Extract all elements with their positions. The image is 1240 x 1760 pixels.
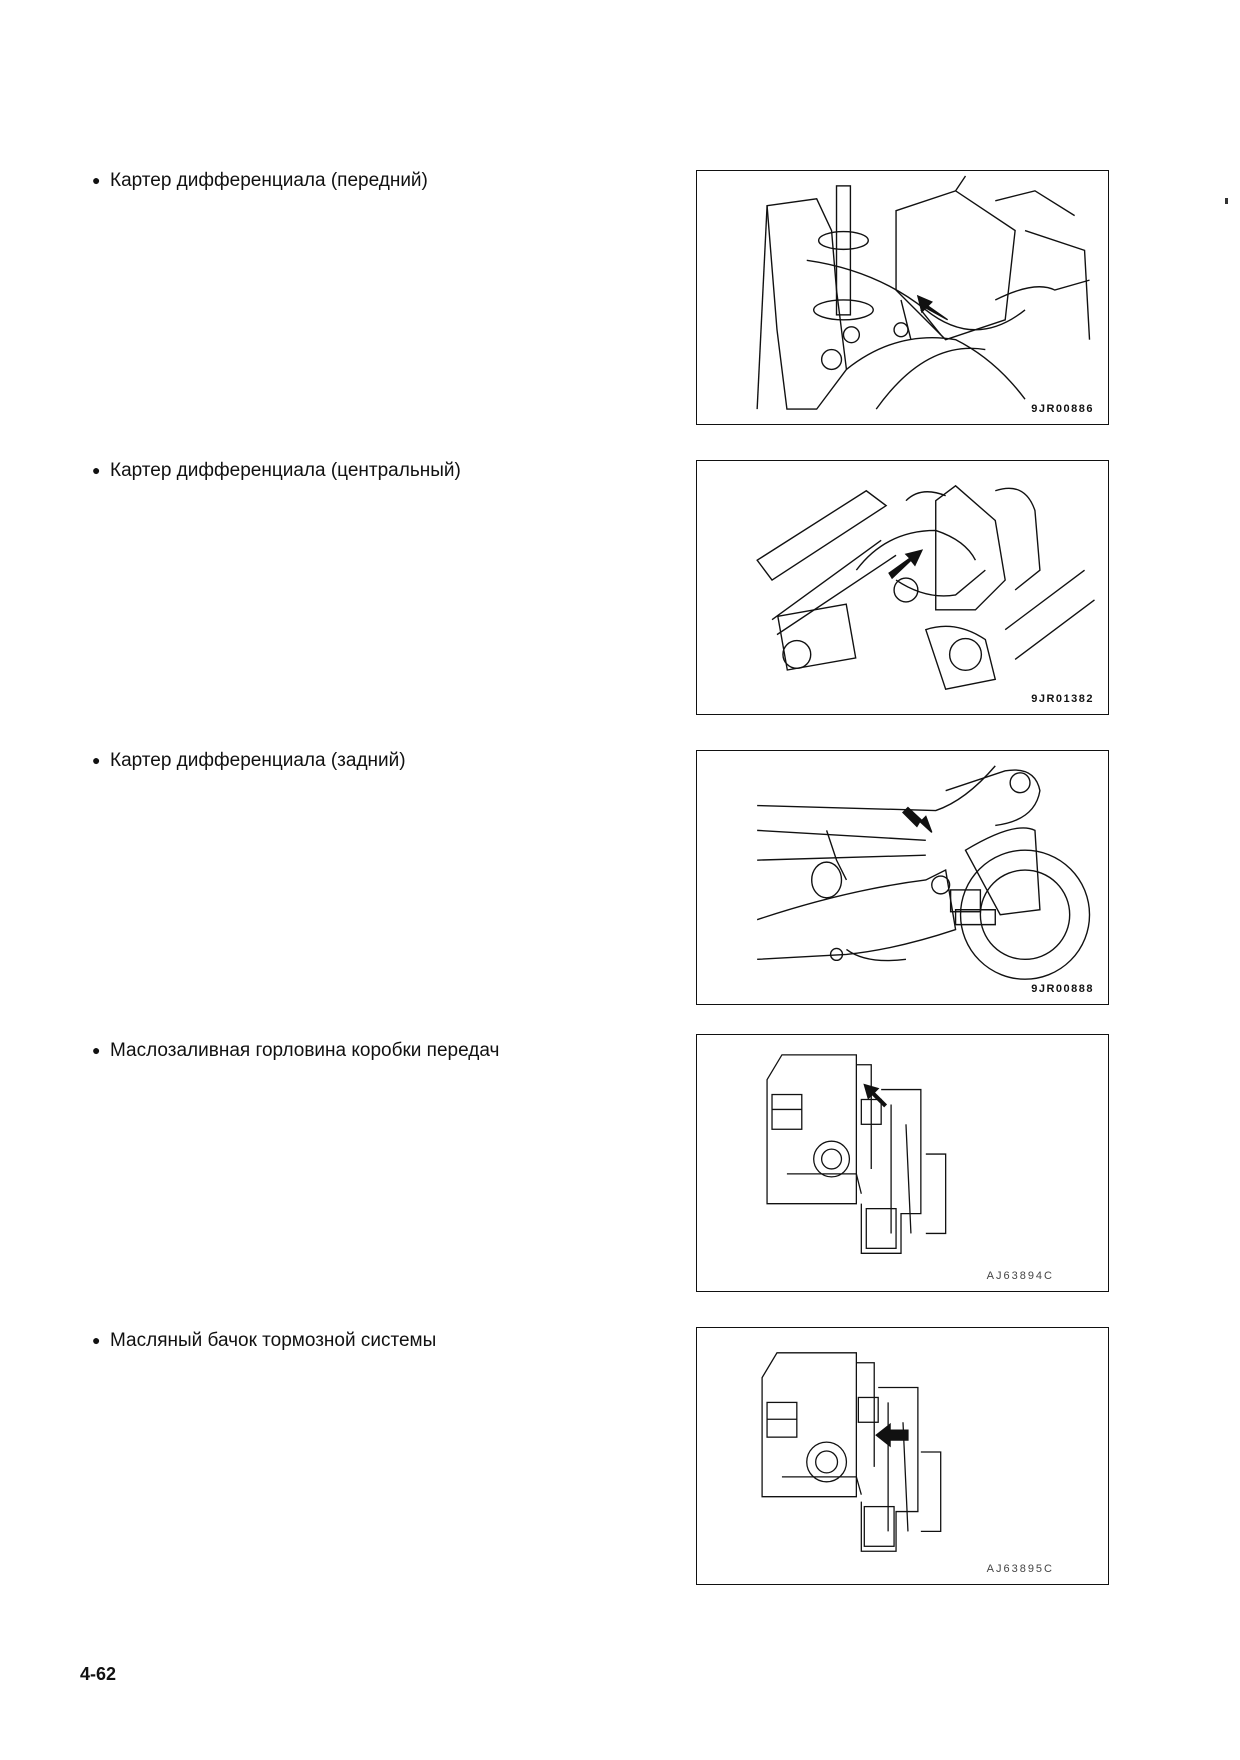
item-center-differential: ● Картер дифференциала (центральный): [92, 458, 461, 483]
bullet: ●: [92, 1332, 101, 1348]
item-front-differential: ● Картер дифференциала (передний): [92, 168, 428, 193]
figure-rear-differential: 9JR00888: [696, 750, 1109, 1005]
bullet: ●: [92, 172, 101, 188]
center-differential-illustration: [756, 484, 1095, 690]
page-number: 4-62: [80, 1664, 117, 1684]
front-differential-illustration: [756, 175, 1091, 410]
figure-code: 9JR01382: [1031, 693, 1094, 705]
figure-code: 9JR00886: [1031, 403, 1094, 415]
item-label: Масляный бачок тормозной системы: [110, 1330, 437, 1351]
bullet: ●: [92, 752, 101, 768]
item-label: Картер дифференциала (задний): [110, 750, 406, 771]
item-label: Картер дифференциала (центральный): [110, 460, 461, 481]
item-rear-differential: ● Картер дифференциала (задний): [92, 748, 406, 773]
figure-center-differential: 9JR01382: [696, 460, 1109, 715]
figure-code: 9JR00888: [1031, 983, 1094, 995]
bullet: ●: [92, 1042, 101, 1058]
rear-differential-illustration: [756, 765, 1091, 980]
item-label: Картер дифференциала (передний): [110, 170, 428, 191]
bullet: ●: [92, 462, 101, 478]
brake-oil-tank-illustration: [761, 1352, 942, 1552]
figure-gearbox-filler-neck: AJ63894C: [696, 1034, 1109, 1292]
item-gearbox-filler-neck: ● Маслозаливная горловина коробки передач: [92, 1038, 499, 1063]
item-brake-oil-tank: ● Масляный бачок тормозной системы: [92, 1328, 436, 1353]
item-label: Маслозаливная горловина коробки передач: [110, 1040, 500, 1061]
gearbox-filler-neck-illustration: [766, 1054, 947, 1254]
figure-code: AJ63894C: [986, 1270, 1054, 1282]
figure-brake-oil-tank: AJ63895C: [696, 1327, 1109, 1585]
figure-code: AJ63895C: [986, 1563, 1054, 1575]
edge-mark: [1225, 198, 1228, 204]
figure-front-differential: 9JR00886: [696, 170, 1109, 425]
